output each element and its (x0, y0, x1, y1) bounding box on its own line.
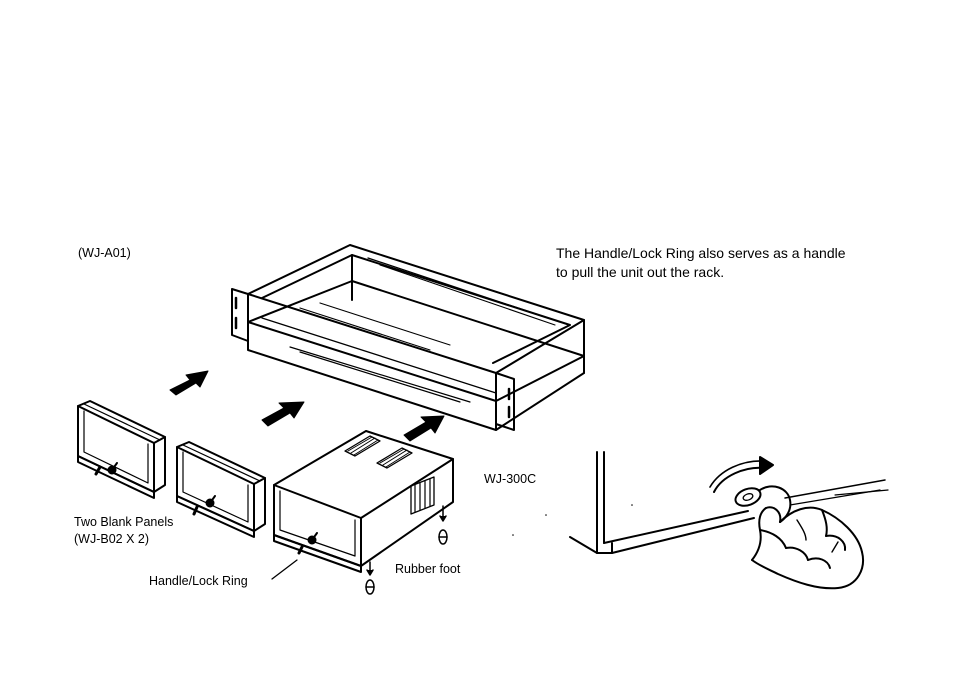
handle-note-line-1: The Handle/Lock Ring also serves as a ha… (556, 244, 846, 263)
hand-pulling-handle-detail (570, 452, 888, 588)
arrow-2-icon (262, 402, 304, 426)
blank-panels-label-line-2: (WJ-B02 X 2) (74, 532, 149, 547)
handle-lock-ring-label: Handle/Lock Ring (149, 574, 248, 589)
wj-300c-unit (274, 431, 453, 572)
blank-panels-label-line-1: Two Blank Panels (74, 515, 173, 530)
arrow-3-icon (404, 416, 444, 441)
handle-leader-line (272, 560, 297, 579)
unit-model-label: WJ-300C (484, 472, 536, 487)
rubber-foot-2 (366, 562, 374, 594)
arrow-1-icon (170, 371, 208, 395)
blank-panel-1 (78, 401, 165, 498)
handle-note-line-2: to pull the unit out the rack. (556, 263, 724, 282)
rack-model-label: (WJ-A01) (78, 246, 131, 261)
blank-panel-2 (177, 442, 265, 537)
rubber-foot-label: Rubber foot (395, 562, 460, 577)
rack-mount-frame (232, 245, 584, 430)
